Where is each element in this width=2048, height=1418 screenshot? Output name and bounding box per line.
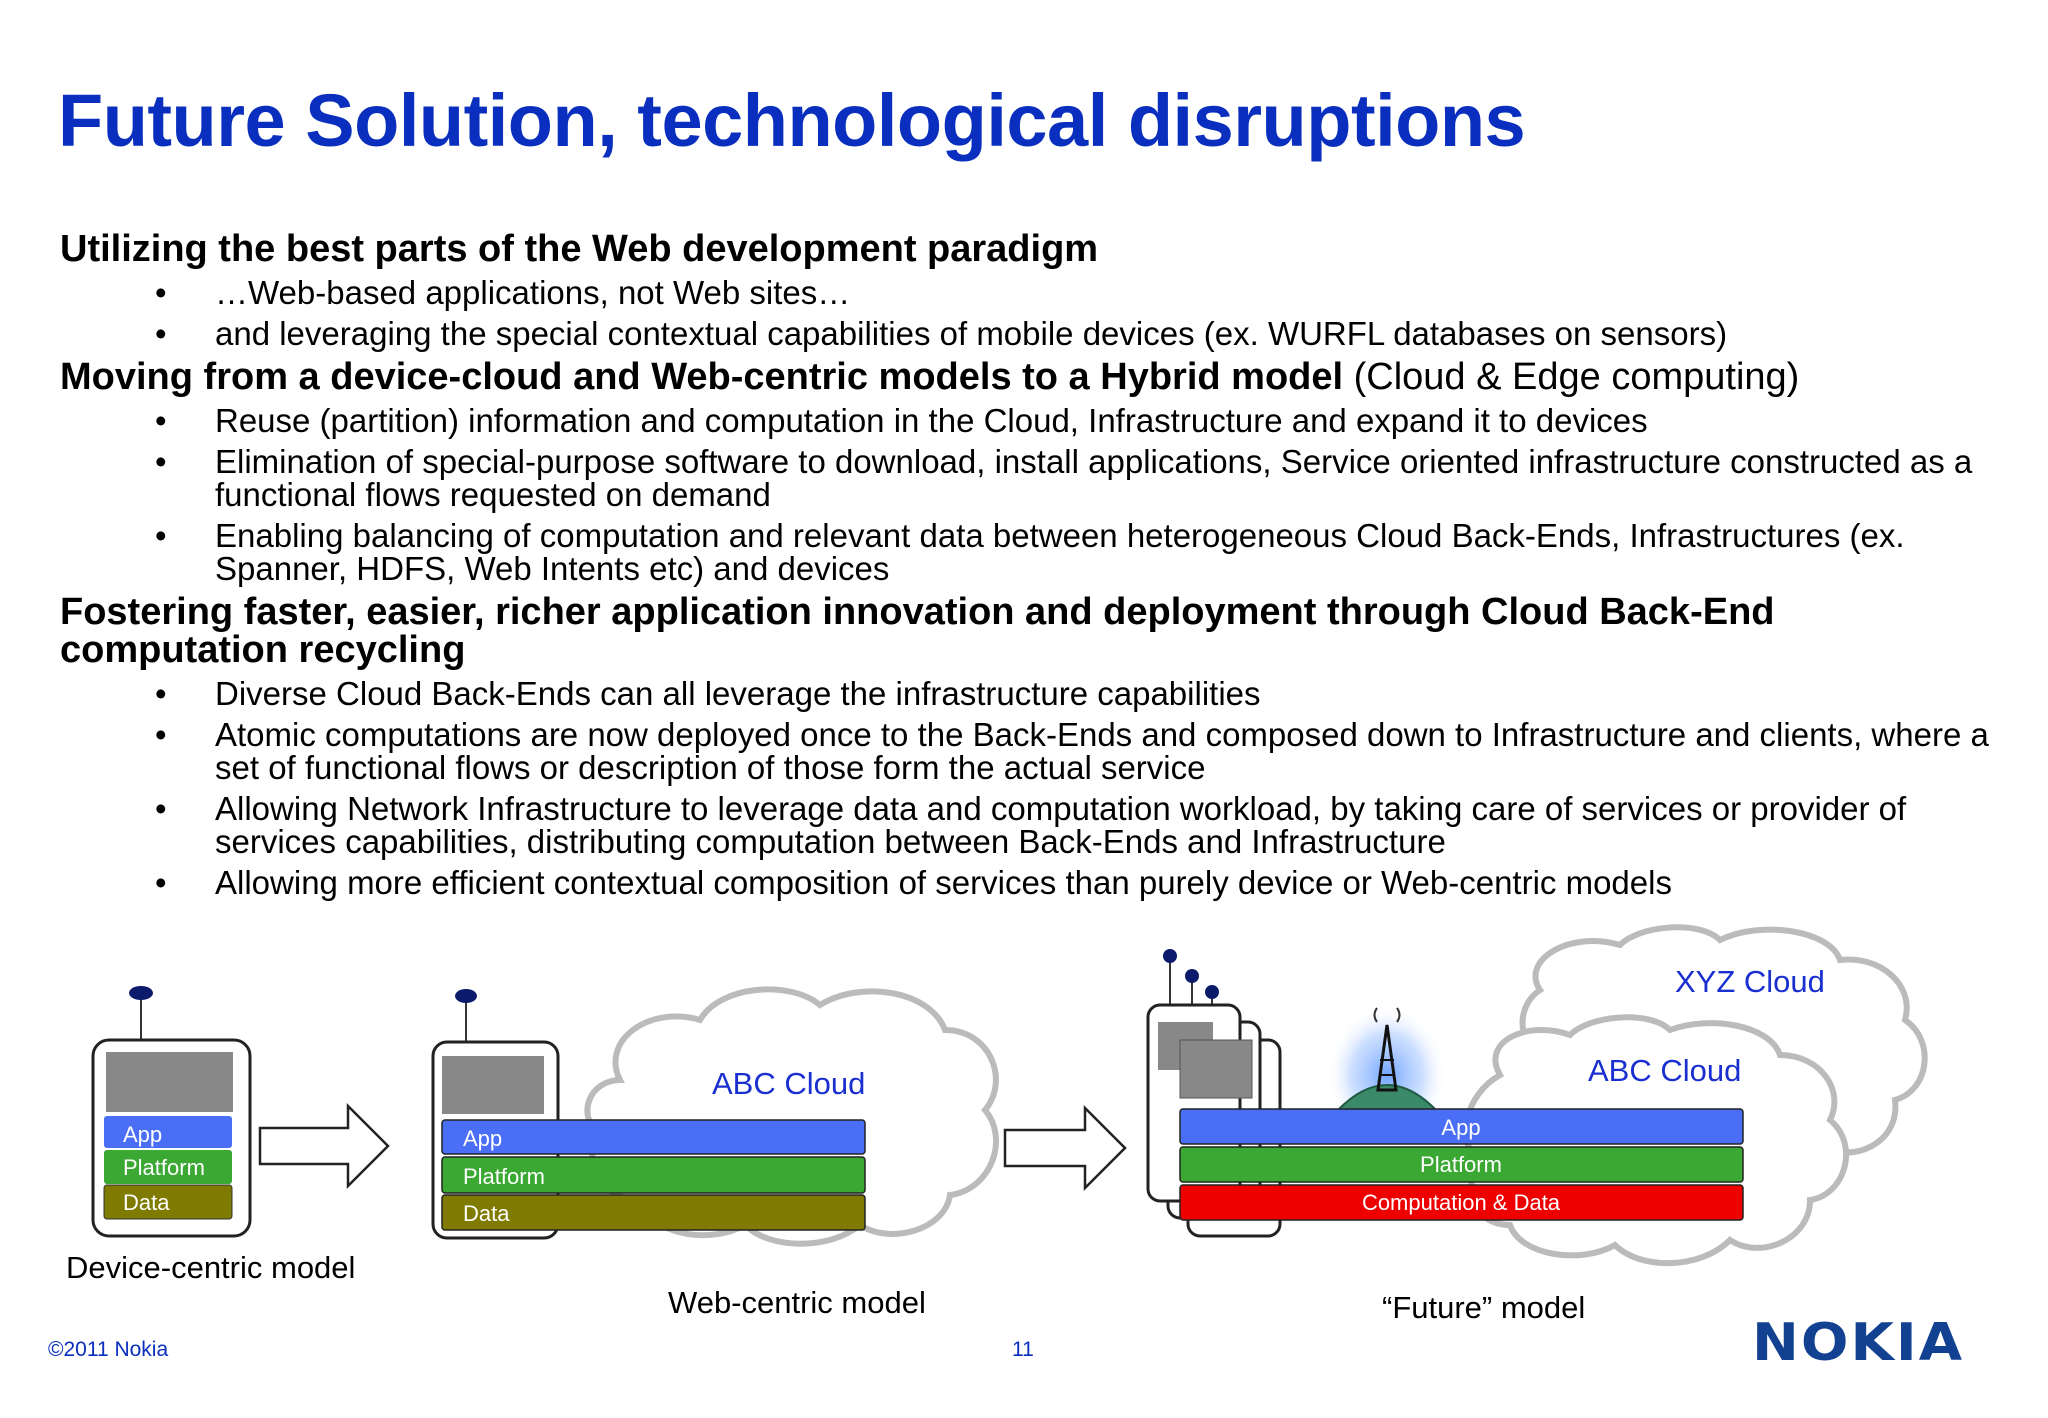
- section-heading-normal: (Cloud & Edge computing): [1343, 356, 1800, 398]
- cloud-icon: [1463, 1014, 1849, 1267]
- bullet-item: Reuse (partition) information and comput…: [60, 404, 2010, 437]
- platform-layer-label: Platform: [123, 1155, 205, 1180]
- platform-layer: [1179, 1146, 1744, 1183]
- cell-tower-icon: [1376, 1024, 1398, 1092]
- phone-screen-icon: [442, 1056, 544, 1114]
- computation-data-layer-label: Computation & Data: [1362, 1190, 1561, 1215]
- data-layer-label: Data: [463, 1201, 510, 1226]
- arrow-right-icon: [258, 1102, 390, 1190]
- future-model-caption: “Future” model: [1382, 1290, 1586, 1325]
- bullet-item: …Web-based applications, not Web sites…: [60, 276, 2010, 309]
- tower-glow: [1327, 1005, 1447, 1145]
- section-heading: Fostering faster, easier, richer applica…: [60, 593, 1960, 669]
- section-heading-bold: Moving from a device-cloud and Web-centr…: [60, 356, 1344, 398]
- bullet-item: Allowing more efficient contextual compo…: [60, 866, 2010, 899]
- abc-cloud-label: ABC Cloud: [1588, 1053, 1741, 1088]
- xyz-cloud-label: XYZ Cloud: [1675, 964, 1825, 999]
- device-centric-caption: Device-centric model: [66, 1250, 356, 1285]
- phone-body-icon: [1146, 1003, 1242, 1203]
- phone-body-icon: [431, 1040, 560, 1240]
- phone-screen-icon: [1158, 1022, 1213, 1070]
- section-heading-bold: Fostering faster, easier, richer applica…: [60, 591, 1775, 671]
- copyright-text: ©2011 Nokia: [48, 1338, 169, 1361]
- phone-body-icon: [1166, 1020, 1262, 1220]
- data-layer: [441, 1194, 866, 1231]
- app-layer: [441, 1119, 866, 1155]
- nokia-logo: NOKIA: [1752, 1313, 1965, 1373]
- bullet-item: Elimination of special-purpose software …: [60, 445, 2010, 511]
- bullet-item: Allowing Network Infrastructure to lever…: [60, 792, 2010, 858]
- slide-title: Future Solution, technological disruptio…: [58, 79, 1526, 162]
- app-layer-label: App: [463, 1126, 502, 1151]
- web-centric-caption: Web-centric model: [668, 1285, 926, 1320]
- bullet-item: Atomic computations are now deployed onc…: [60, 718, 2010, 784]
- platform-layer-label: Platform: [1420, 1152, 1502, 1177]
- bullet-item: and leveraging the special contextual ca…: [60, 317, 2010, 350]
- app-layer: [1179, 1108, 1744, 1145]
- web-centric-group: ABC Cloud App Platform Data: [431, 986, 999, 1247]
- antenna-tip-icon: [129, 986, 153, 1000]
- bullet-list: Diverse Cloud Back-Ends can all leverage…: [60, 677, 2010, 899]
- antenna-tip-icon: [1185, 969, 1199, 983]
- section-heading: Utilizing the best parts of the Web deve…: [60, 230, 2010, 268]
- cell-tower-icon: [1379, 1059, 1395, 1076]
- platform-layer-label: Platform: [463, 1164, 545, 1189]
- tower-dome-icon: [1337, 1084, 1437, 1126]
- phone-screen-icon: [106, 1052, 233, 1112]
- app-layer-label: App: [123, 1122, 162, 1147]
- data-layer: [103, 1184, 233, 1220]
- device-centric-group: App Platform Data: [91, 986, 252, 1238]
- bullet-list: Reuse (partition) information and comput…: [60, 404, 2010, 585]
- bullet-item: Diverse Cloud Back-Ends can all leverage…: [60, 677, 2010, 710]
- app-layer-label: App: [1441, 1115, 1480, 1140]
- section-heading-bold: Utilizing the best parts of the Web deve…: [60, 228, 1099, 270]
- arrow-right-icon: [1003, 1104, 1127, 1192]
- bullet-list: …Web-based applications, not Web sites… …: [60, 276, 2010, 350]
- antenna-tip-icon: [455, 989, 477, 1003]
- computation-data-layer: [1179, 1184, 1744, 1221]
- cloud-icon: [1519, 924, 1928, 1185]
- platform-layer: [441, 1156, 866, 1194]
- phone-screen-icon: [1179, 1039, 1253, 1099]
- phone-body-icon: [1186, 1038, 1282, 1238]
- slide-content: Utilizing the best parts of the Web deve…: [60, 224, 2010, 907]
- section-heading: Moving from a device-cloud and Web-centr…: [60, 358, 2010, 396]
- cloud-icon: [584, 986, 999, 1247]
- antenna-tip-icon: [1205, 985, 1219, 999]
- app-layer: [104, 1116, 232, 1148]
- future-model-group: XYZ Cloud ABC Cloud: [1146, 924, 1928, 1267]
- signal-icon: [1373, 1007, 1401, 1023]
- data-layer-label: Data: [123, 1190, 170, 1215]
- abc-cloud-label: ABC Cloud: [712, 1066, 865, 1101]
- bullet-item: Enabling balancing of computation and re…: [60, 519, 2010, 585]
- platform-layer: [104, 1150, 232, 1184]
- page-number: 11: [1012, 1338, 1034, 1361]
- antenna-tip-icon: [1163, 949, 1177, 963]
- phone-body-icon: [91, 1038, 252, 1238]
